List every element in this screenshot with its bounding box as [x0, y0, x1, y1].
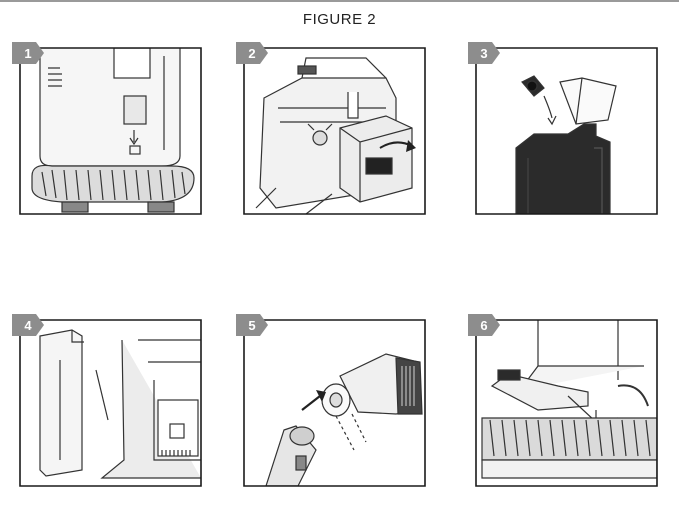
step-1-illustration — [12, 42, 202, 215]
step-number-4: 4 — [24, 318, 32, 333]
top-rule — [0, 0, 679, 2]
step-panel-2: 2 — [236, 38, 431, 218]
step-panel-4: 4 — [12, 310, 207, 490]
step-panel-3: 3 — [468, 38, 663, 218]
step-number-6: 6 — [480, 318, 488, 333]
figure-title: FIGURE 2 — [302, 11, 377, 28]
step-number-3: 3 — [480, 46, 488, 61]
step-number-5: 5 — [248, 318, 256, 333]
step-4-illustration — [12, 314, 202, 487]
step-6-illustration — [468, 314, 658, 487]
step-panel-1: 1 — [12, 38, 207, 218]
step-panel-6: 6 — [468, 310, 663, 490]
step-panel-5: 5 — [236, 310, 431, 490]
step-3-illustration — [468, 42, 658, 215]
step-2-illustration — [236, 42, 426, 215]
step-number-1: 1 — [24, 46, 32, 61]
step-number-2: 2 — [248, 46, 256, 61]
step-5-illustration — [236, 314, 426, 487]
